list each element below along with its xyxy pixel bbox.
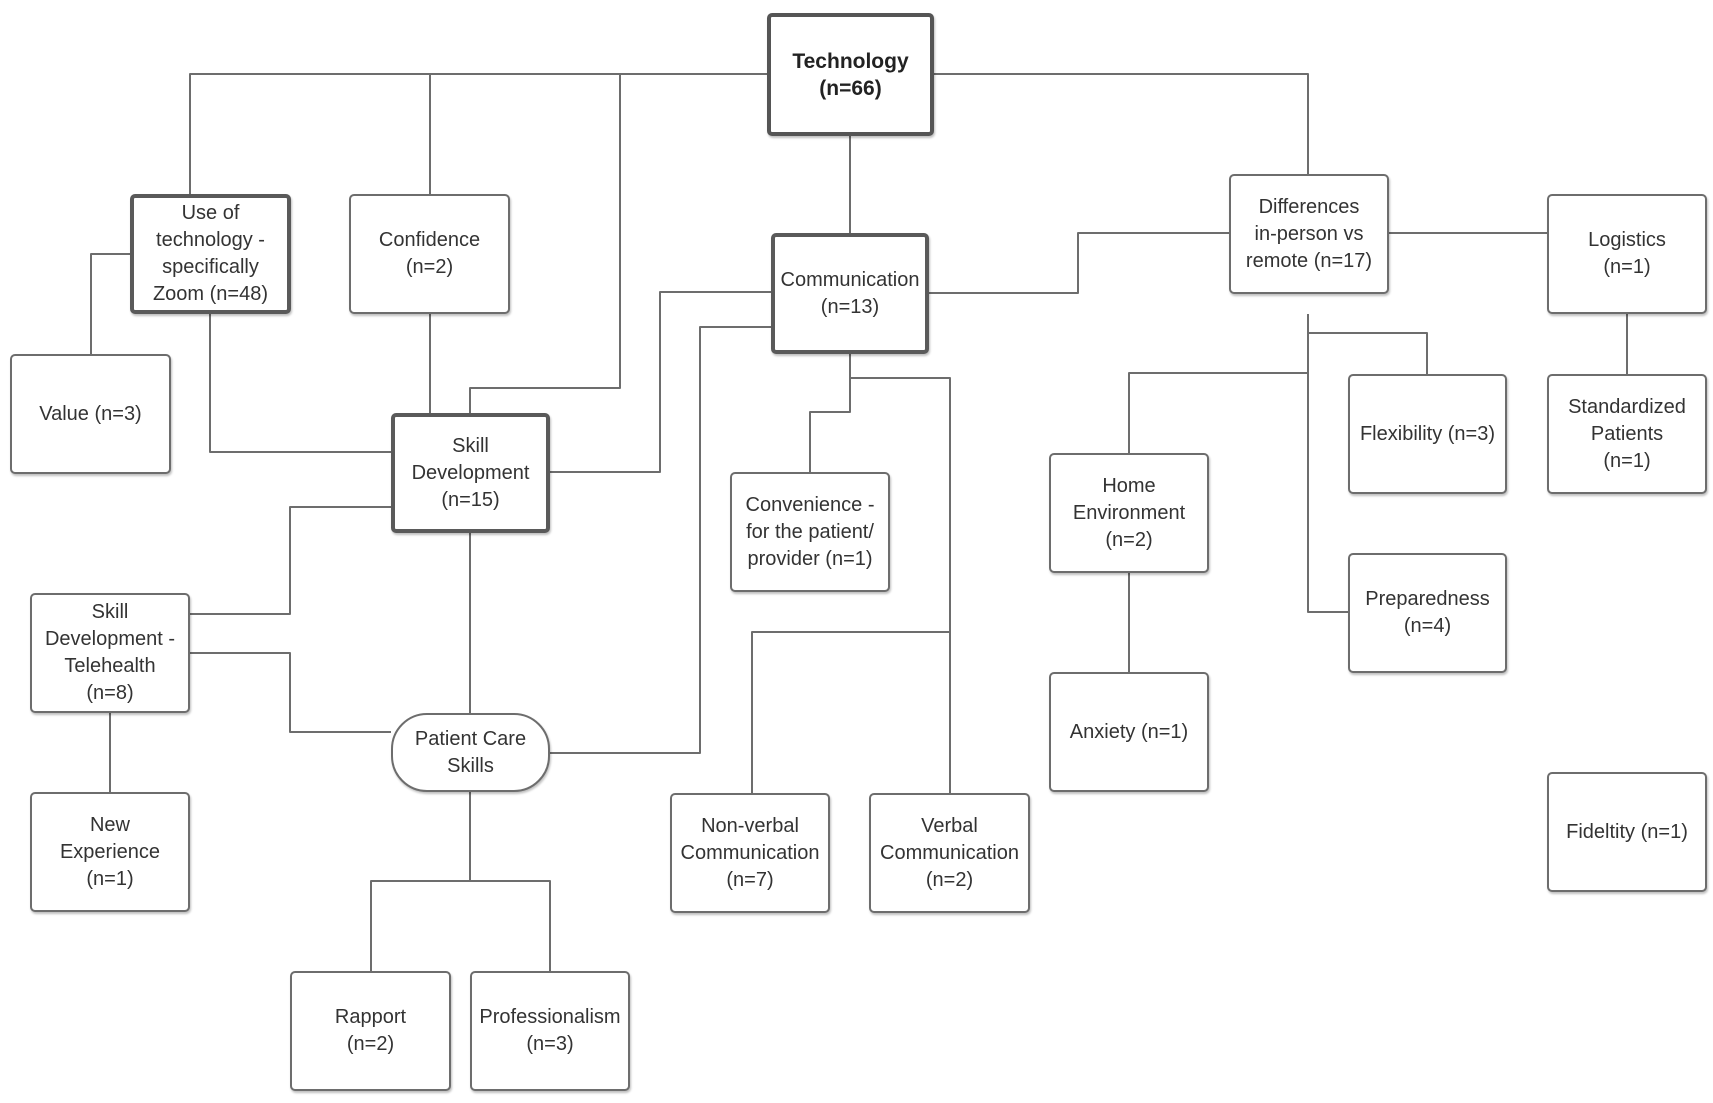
node-standardized-patients: Standardized Patients (n=1) bbox=[1547, 374, 1707, 494]
link-differences-preparedness bbox=[1307, 314, 1348, 613]
node-value-label: Value (n=3) bbox=[39, 402, 142, 425]
node-new-experience-label: New Experience (n=1) bbox=[59, 813, 161, 890]
link-technology-skill-development bbox=[469, 74, 621, 413]
node-standardized-patients-label: Standardized Patients (n=1) bbox=[1568, 395, 1686, 472]
node-patient-care-skills-label: Patient Care Skills bbox=[414, 727, 527, 777]
node-patient-care-skills: Patient Care Skills bbox=[391, 713, 550, 792]
node-verbal-communication-label: Verbal Communication (n=2) bbox=[880, 814, 1019, 891]
link-communication-convenience bbox=[809, 354, 851, 472]
node-non-verbal-communication: Non-verbal Communication (n=7) bbox=[670, 793, 830, 913]
node-preparedness: Preparedness (n=4) bbox=[1348, 553, 1507, 673]
link-technology-differences bbox=[934, 73, 1309, 174]
node-technology-label: Technology (n=66) bbox=[792, 49, 909, 100]
node-fideltity-label: Fideltity (n=1) bbox=[1566, 820, 1688, 843]
link-differences-home-environment bbox=[1128, 314, 1309, 453]
node-convenience: Convenience - for the patient/ provider … bbox=[730, 472, 890, 592]
link-use-of-technology-skill-development bbox=[209, 314, 391, 453]
link-skill-development-telehealth bbox=[190, 506, 391, 615]
node-verbal-communication: Verbal Communication (n=2) bbox=[869, 793, 1030, 913]
node-rapport: Rapport (n=2) bbox=[290, 971, 451, 1091]
link-communication-skill-development bbox=[550, 291, 771, 473]
node-logistics-label: Logistics (n=1) bbox=[1588, 229, 1666, 278]
node-value: Value (n=3) bbox=[10, 354, 171, 474]
node-anxiety: Anxiety (n=1) bbox=[1049, 672, 1209, 792]
node-skill-development-telehealth-label: Skill Development - Telehealth (n=8) bbox=[44, 601, 176, 704]
link-communication-differences bbox=[929, 232, 1229, 294]
node-convenience-label: Convenience - for the patient/ provider … bbox=[745, 493, 875, 570]
node-confidence: Confidence (n=2) bbox=[349, 194, 510, 314]
node-new-experience: New Experience (n=1) bbox=[30, 792, 190, 912]
node-anxiety-label: Anxiety (n=1) bbox=[1069, 720, 1189, 743]
node-professionalism: Professionalism (n=3) bbox=[470, 971, 630, 1091]
node-differences-label: Differences in-person vs remote (n=17) bbox=[1245, 195, 1373, 272]
node-flexibility: Flexibility (n=3) bbox=[1348, 374, 1507, 494]
node-communication: Communication (n=13) bbox=[771, 233, 929, 354]
node-skill-development: Skill Development (n=15) bbox=[391, 413, 550, 533]
node-technology: Technology (n=66) bbox=[767, 13, 934, 136]
node-logistics: Logistics (n=1) bbox=[1547, 194, 1707, 314]
node-professionalism-label: Professionalism (n=3) bbox=[479, 1006, 621, 1055]
node-home-environment: Home Environment (n=2) bbox=[1049, 453, 1209, 573]
link-use-of-technology-value bbox=[90, 253, 130, 354]
node-fideltity: Fideltity (n=1) bbox=[1547, 772, 1707, 892]
node-skill-development-label: Skill Development (n=15) bbox=[411, 434, 530, 511]
node-skill-development-telehealth: Skill Development - Telehealth (n=8) bbox=[30, 593, 190, 713]
node-non-verbal-communication-label: Non-verbal Communication (n=7) bbox=[680, 814, 820, 891]
link-differences-flexibility bbox=[1308, 332, 1428, 374]
link-communication-verbal bbox=[850, 377, 951, 793]
node-use-of-technology-label: Use of technology - specifically Zoom (n… bbox=[152, 202, 269, 305]
link-telehealth-patient-care-skills bbox=[190, 652, 391, 733]
node-home-environment-label: Home Environment (n=2) bbox=[1072, 474, 1186, 551]
node-preparedness-label: Preparedness (n=4) bbox=[1365, 588, 1490, 637]
node-rapport-label: Rapport (n=2) bbox=[334, 1006, 407, 1055]
link-patient-care-skills-rapport bbox=[370, 792, 471, 971]
node-flexibility-label: Flexibility (n=3) bbox=[1359, 422, 1496, 445]
node-confidence-label: Confidence (n=2) bbox=[378, 229, 481, 278]
link-verbal-non-verbal bbox=[751, 631, 950, 793]
node-differences: Differences in-person vs remote (n=17) bbox=[1229, 174, 1389, 294]
link-technology-use-of-technology bbox=[189, 73, 767, 194]
node-communication-label: Communication (n=13) bbox=[780, 268, 920, 318]
node-use-of-technology: Use of technology - specifically Zoom (n… bbox=[130, 194, 291, 314]
link-patient-care-skills-professionalism bbox=[470, 880, 551, 971]
link-communication-patient-care-skills bbox=[550, 326, 771, 754]
